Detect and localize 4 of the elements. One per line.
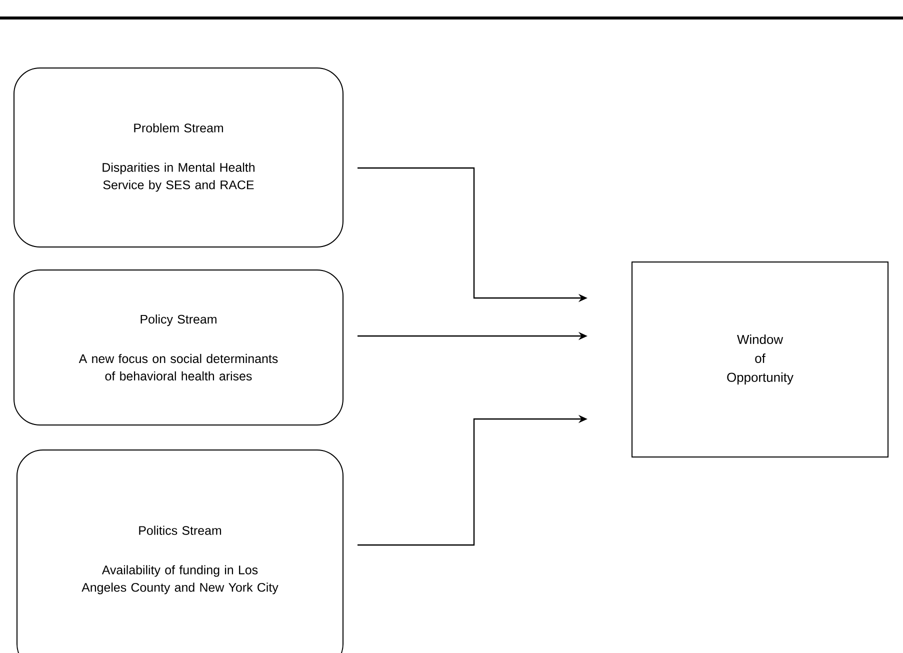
stream-box: Policy Stream A new focus on social determinants of behavioral health arises [14, 270, 344, 426]
stream-box: Politics Stream Availability of funding in Los Angeles County and New York City [16, 450, 344, 653]
stream-box: Problem Stream Disparities in Mental Health Service by SES and RACE [14, 68, 344, 248]
window-box: Window of Opportunity [632, 262, 888, 458]
